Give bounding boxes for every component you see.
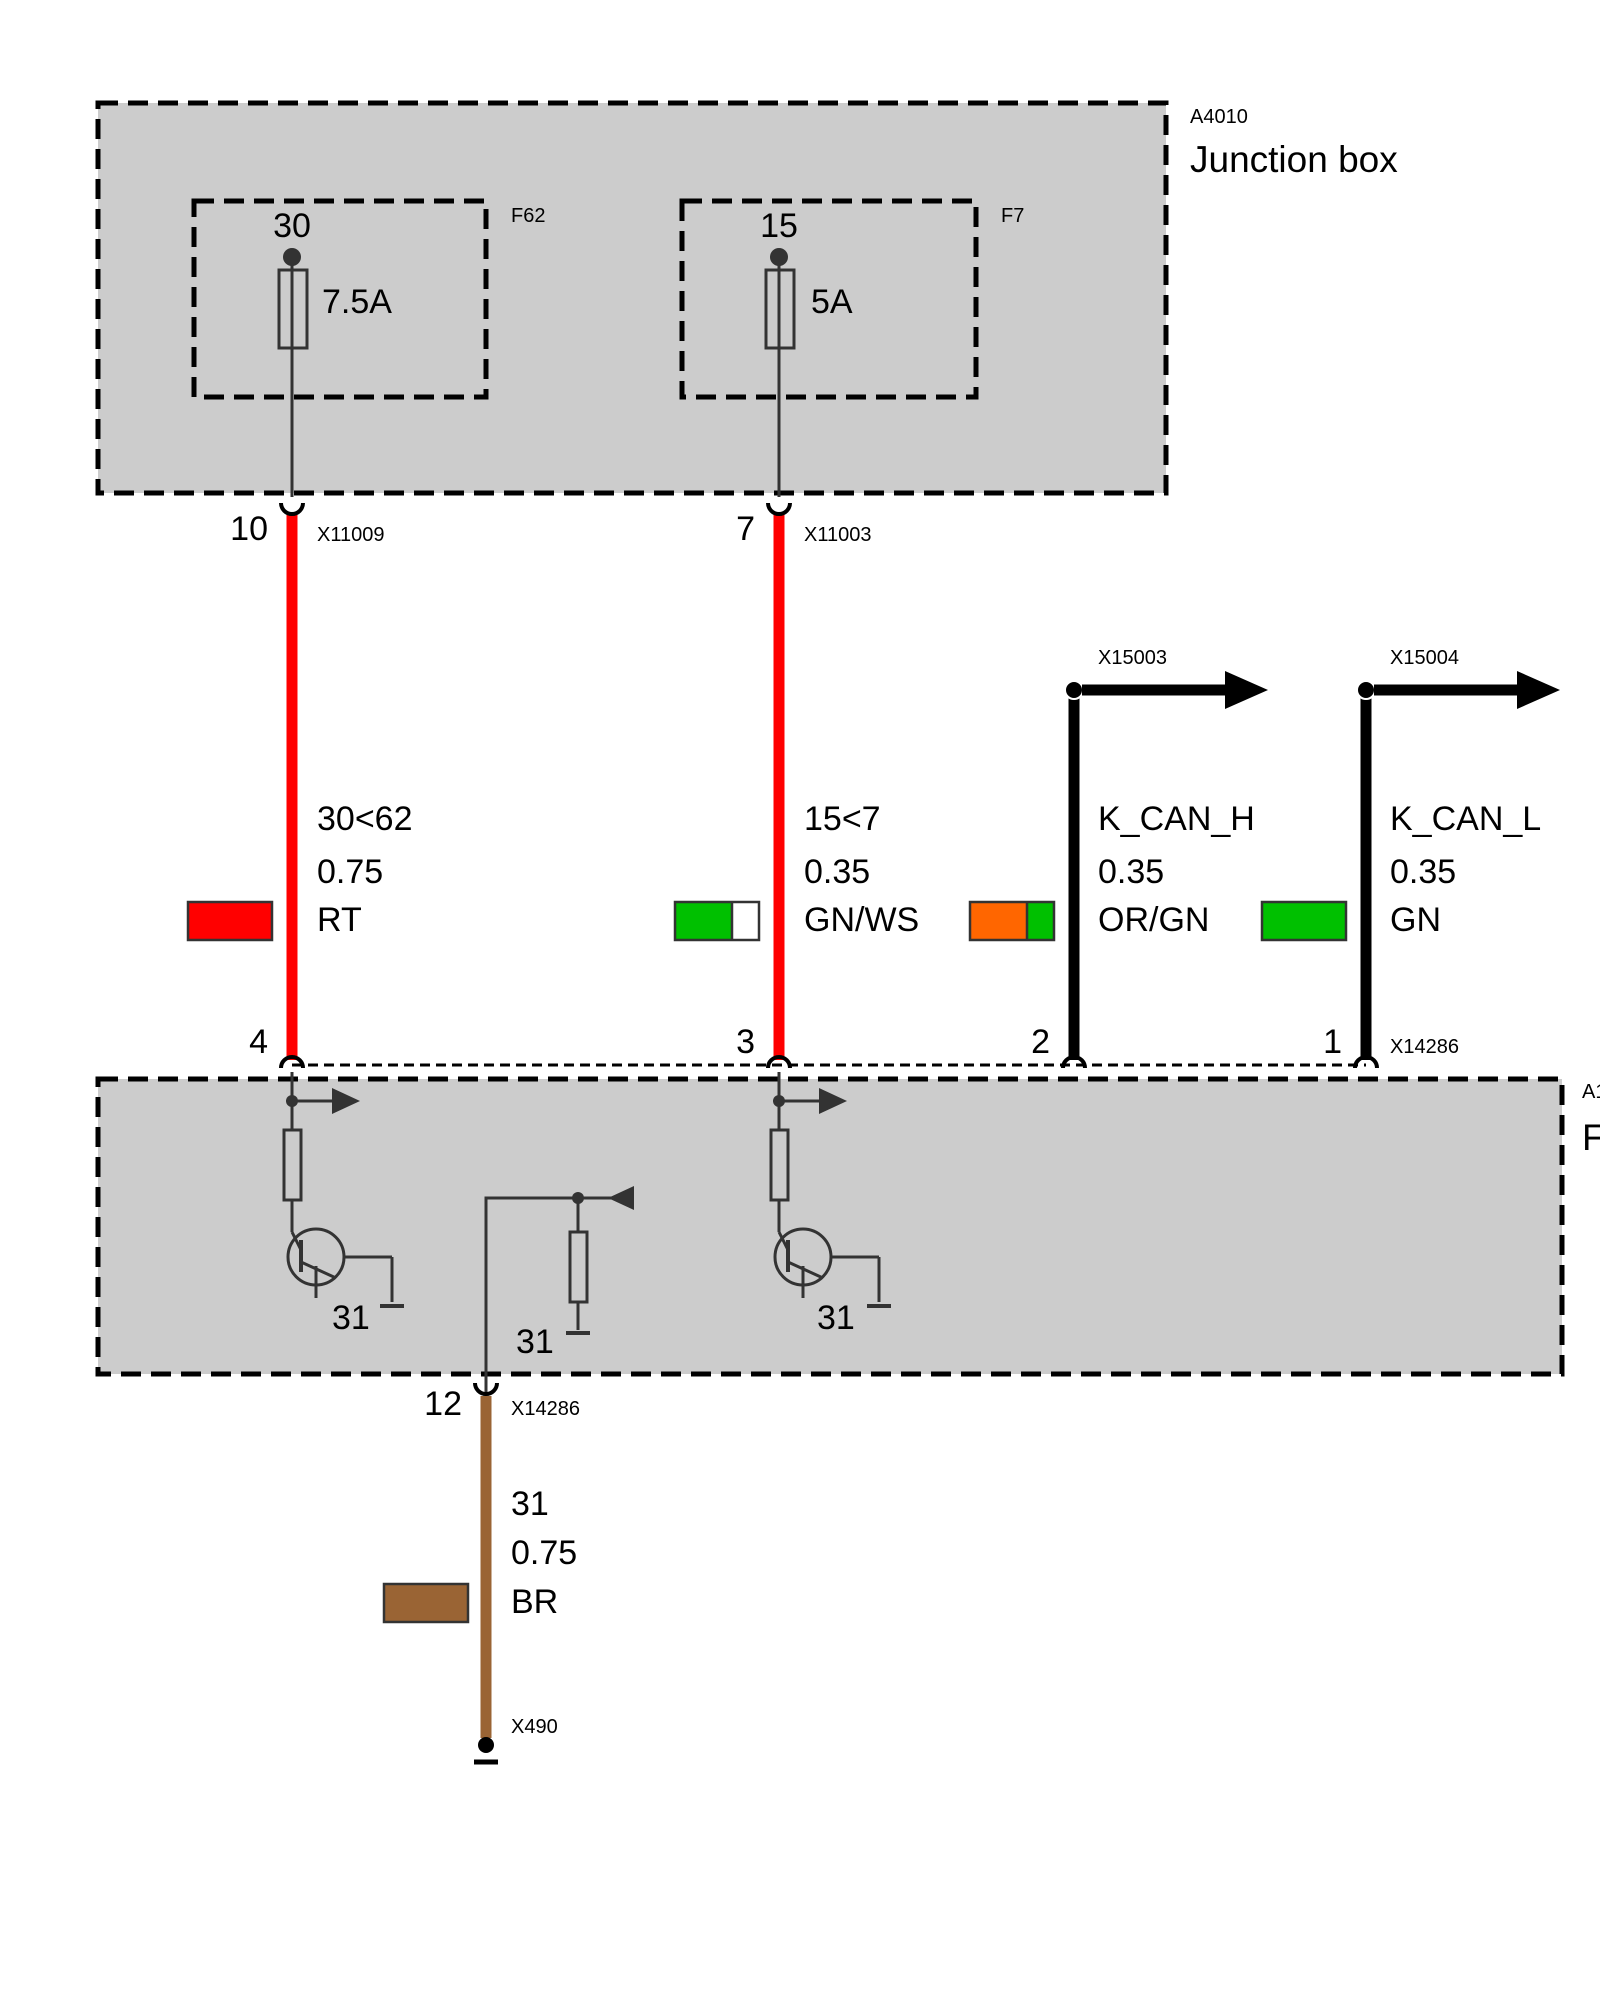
wire-15-7-swatch-secondary [732, 902, 759, 940]
ground-point-dot [478, 1737, 494, 1753]
pin-3-socket [766, 1055, 792, 1069]
wire-k-can-h-junction-dot [1064, 680, 1084, 700]
connector-x11009-label: X11009 [317, 524, 384, 546]
wire-15-7-signal: 15<7 [804, 800, 881, 838]
wire-30-62: 10 X11009 30<62 0.75 RT 4 [186, 502, 413, 1069]
fuse-f62-terminal: 30 [273, 207, 311, 245]
wire-30-62-color-code: RT [317, 901, 362, 939]
output-stage-2-arrow-icon [819, 1088, 847, 1114]
wire-k-can-l-color-code: GN [1390, 901, 1441, 939]
pin-1-label: 1 [1323, 1023, 1342, 1061]
wire-k-can-h-color-swatch [968, 900, 1056, 942]
wire-15-7-swatch-primary [675, 902, 732, 940]
connector-x15003-label: X15003 [1098, 647, 1167, 669]
output-stage-2-ground-label: 31 [817, 1299, 855, 1337]
junction-box: A4010 Junction box [95, 100, 1398, 496]
pin-10-label: 10 [230, 510, 268, 548]
wire-k-can-h-swatch-secondary [1027, 902, 1054, 940]
output-stage-2: 31 [769, 1072, 891, 1337]
pin-10-socket [279, 502, 305, 516]
wire-ground-31-color-swatch [382, 1582, 470, 1624]
wire-30-62-gauge: 0.75 [317, 853, 383, 891]
wire-15-7-color-swatch [673, 900, 761, 942]
output-stage-1-emitter [300, 1260, 337, 1280]
wire-k-can-l-arrow-icon [1517, 671, 1560, 709]
output-stage-2-emitter [787, 1260, 824, 1280]
fuse-f7: F7 15 5A [679, 198, 1024, 497]
wire-k-can-h-arrow-icon [1225, 671, 1268, 709]
wire-ground-31-color-code: BR [511, 1583, 558, 1621]
wire-k-can-h-swatch-primary [970, 902, 1027, 940]
pin-1-socket [1353, 1055, 1379, 1069]
fuse-f62: F62 30 7.5A [191, 198, 545, 497]
junction-box-outline [95, 100, 1169, 496]
ground-pin-connector-label: X14286 [511, 1398, 580, 1420]
wire-15-7-swatch-border [673, 900, 761, 942]
fuse-f7-symbol [764, 268, 796, 350]
wire-k-can-l-gauge: 0.35 [1390, 853, 1456, 891]
module-box: A1 F [95, 1063, 1600, 1377]
pin-12-label: 12 [424, 1385, 462, 1423]
ground-reference-arrow-icon [608, 1186, 634, 1210]
wire-k-can-h-signal: K_CAN_H [1098, 800, 1255, 838]
wire-k-can-l: X15004 K_CAN_L 0.35 GN 1 X14286 [1260, 647, 1560, 1069]
fuse-f7-outline [679, 198, 979, 400]
module-id: A1 [1582, 1081, 1600, 1103]
wire-k-can-h-color-code: OR/GN [1098, 901, 1209, 939]
wire-15-7: 7 X11003 15<7 0.35 GN/WS 3 [673, 502, 919, 1069]
pin-4-socket [279, 1055, 305, 1069]
output-stage-1-collector [290, 1231, 303, 1251]
fuse-f7-id: F7 [1001, 205, 1024, 227]
junction-box-id: A4010 [1190, 106, 1248, 128]
module-name: F [1582, 1117, 1600, 1158]
wire-k-can-h: X15003 K_CAN_H 0.35 OR/GN 2 [968, 647, 1268, 1069]
fuse-f7-terminal: 15 [760, 207, 798, 245]
wire-k-can-l-junction-dot [1356, 680, 1376, 700]
wire-ground-31-signal: 31 [511, 1485, 549, 1523]
wire-30-62-signal: 30<62 [317, 800, 413, 838]
fuse-f62-rating: 7.5A [322, 283, 392, 321]
wire-15-7-color-code: GN/WS [804, 901, 919, 939]
output-stage-1-arrow-icon [332, 1088, 360, 1114]
pin-7-socket [766, 502, 792, 516]
output-stage-2-collector [777, 1231, 790, 1251]
wire-30-62-color-swatch [186, 900, 274, 942]
ground-reference-lead [484, 1196, 578, 1396]
wire-k-can-l-signal: K_CAN_L [1390, 800, 1541, 838]
wire-ground-31: 12 X14286 31 0.75 BR X490 [382, 1382, 580, 1765]
junction-box-name: Junction box [1190, 139, 1398, 180]
output-stage-1-ground-label: 31 [332, 1299, 370, 1337]
pin-3-label: 3 [736, 1023, 755, 1061]
module-outline [95, 1076, 1565, 1377]
ground-reference-ground-label: 31 [516, 1323, 554, 1361]
pin-2-socket [1061, 1055, 1087, 1069]
pin-2-label: 2 [1031, 1023, 1050, 1061]
ground-reference-circuit: 31 [484, 1186, 634, 1396]
module-connector-label: X14286 [1390, 1036, 1459, 1058]
wire-15-7-gauge: 0.35 [804, 853, 870, 891]
wire-k-can-l-color-swatch [1260, 900, 1348, 942]
pin-12-socket [473, 1382, 499, 1396]
pin-7-label: 7 [736, 510, 755, 548]
connector-x11003-label: X11003 [804, 524, 871, 546]
pin-4-label: 4 [249, 1023, 268, 1061]
connector-x15004-label: X15004 [1390, 647, 1459, 669]
wire-k-can-h-gauge: 0.35 [1098, 853, 1164, 891]
output-stage-1: 31 [282, 1072, 404, 1337]
wire-k-can-h-swatch-border [968, 900, 1056, 942]
ground-point-label: X490 [511, 1716, 558, 1738]
fuse-f62-outline [191, 198, 489, 400]
fuse-f62-symbol [277, 268, 309, 350]
wire-ground-31-gauge: 0.75 [511, 1534, 577, 1572]
fuse-f7-rating: 5A [811, 283, 853, 321]
fuse-f62-id: F62 [511, 205, 545, 227]
